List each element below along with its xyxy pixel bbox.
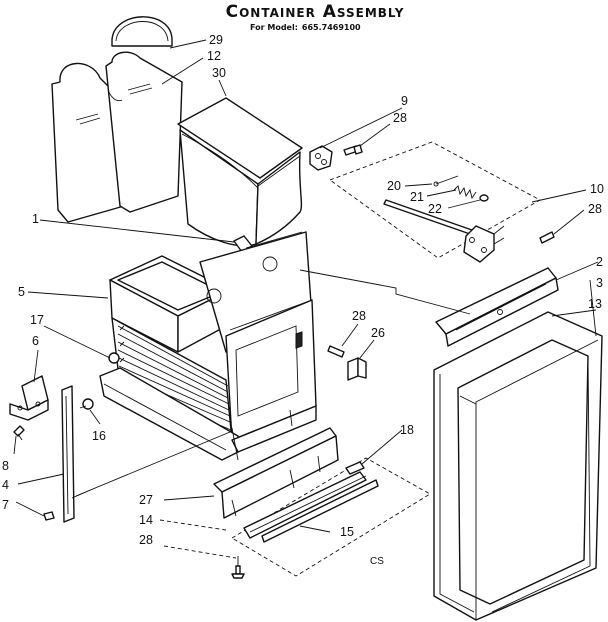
callout-28-right: 28 [588, 202, 602, 216]
part-5-container-housing [99, 231, 317, 461]
part-22-washer [479, 194, 489, 202]
page-title: Container Assembly [225, 2, 405, 22]
model-line: For Model:665.7469100 [250, 23, 365, 32]
callout-4: 4 [2, 478, 9, 492]
callout-3: 3 [596, 276, 603, 290]
part-27-bottom-channel [213, 427, 339, 519]
callout-17: 17 [30, 313, 44, 327]
part-17-bumper [108, 352, 120, 364]
callout-8: 8 [2, 459, 9, 473]
callout-30: 30 [212, 66, 226, 80]
part-6-mounting-bracket [9, 375, 49, 421]
part-28-screw-right [539, 231, 555, 244]
callout-13: 13 [588, 297, 602, 311]
latch-rod [383, 199, 505, 263]
part-28-screw-upper [343, 144, 363, 156]
rod-assembly-dashed-outline [329, 141, 541, 259]
part-21-spring [453, 185, 477, 200]
part-30-trash-bag [177, 97, 303, 247]
callout-22: 22 [428, 202, 442, 216]
callout-20: 20 [387, 179, 401, 193]
model-number: 665.7469100 [301, 23, 361, 32]
callout-14: 14 [139, 513, 153, 527]
callout-5: 5 [18, 285, 25, 299]
callout-10: 10 [590, 182, 604, 196]
callout-18: 18 [400, 423, 414, 437]
callout-28-middle: 28 [352, 309, 366, 323]
callout-16: 16 [92, 429, 106, 443]
callout-15: 15 [340, 525, 354, 539]
callout-26: 26 [371, 326, 385, 340]
part-9-hinge-bracket [309, 145, 333, 171]
callout-28-upper: 28 [393, 111, 407, 125]
part-15-bottom-rail [243, 471, 379, 543]
model-prefix: For Model: [250, 23, 298, 32]
footer-code: CS [370, 556, 384, 567]
part-26-clip [347, 357, 367, 381]
callout-21: 21 [410, 190, 424, 204]
callout-6: 6 [32, 334, 39, 348]
part-13-door-frame [433, 311, 603, 621]
part-2-trim-rail [435, 267, 559, 347]
part-8-screw [13, 425, 25, 441]
callout-9: 9 [401, 94, 408, 108]
part-29-half-round-lid [111, 16, 173, 47]
callout-2: 2 [596, 255, 603, 269]
part-20-pin [433, 175, 459, 187]
callout-27: 27 [139, 493, 153, 507]
part-18-clip [345, 461, 365, 475]
callout-28-bottom: 28 [139, 533, 153, 547]
part-7-screw [43, 511, 55, 521]
part-16-screw [79, 398, 94, 410]
callout-12: 12 [207, 49, 221, 63]
part-12-bag-holder [51, 51, 183, 223]
callout-7: 7 [2, 498, 9, 512]
part-4-side-rail [61, 385, 75, 523]
cabinet-to-latch-guide-line [245, 231, 471, 315]
part-28-screw-middle [327, 345, 345, 358]
callout-1: 1 [32, 212, 39, 226]
callout-29: 29 [209, 33, 223, 47]
part-28-screw-bottom [231, 556, 245, 579]
callout-leader-lines [13, 39, 599, 559]
callout-labels: 29 12 30 9 28 20 21 22 10 28 1 2 3 13 5 … [2, 33, 604, 567]
